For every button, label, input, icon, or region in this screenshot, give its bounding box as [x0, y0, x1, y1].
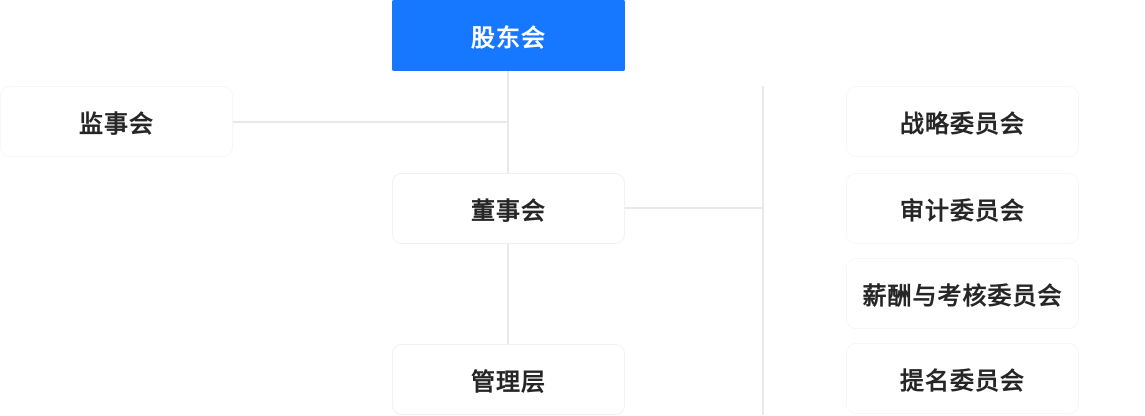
node-supervisory-board: 监事会 — [0, 86, 233, 157]
node-committee-remuneration-label: 薪酬与考核委员会 — [862, 283, 1063, 310]
node-committee-audit: 审计委员会 — [846, 173, 1079, 244]
node-committee-nomination: 提名委员会 — [846, 343, 1079, 414]
node-committee-audit-label: 审计委员会 — [900, 198, 1025, 225]
node-board-of-directors: 董事会 — [392, 173, 625, 244]
node-committee-remuneration: 薪酬与考核委员会 — [846, 258, 1079, 329]
node-management: 管理层 — [392, 344, 625, 415]
node-committee-nomination-label: 提名委员会 — [900, 368, 1025, 395]
connector-board-to-management-vertical — [507, 244, 509, 344]
connector-supervisory-horizontal — [233, 121, 508, 123]
node-supervisory-board-label: 监事会 — [79, 111, 154, 138]
connector-committees-vertical — [762, 86, 764, 415]
connector-board-to-committees-horizontal — [625, 207, 764, 209]
node-shareholders-meeting: 股东会 — [392, 0, 625, 71]
connector-root-to-board-vertical — [507, 71, 509, 173]
node-shareholders-meeting-label: 股东会 — [471, 25, 546, 52]
node-management-label: 管理层 — [471, 369, 546, 396]
node-committee-strategy-label: 战略委员会 — [900, 111, 1025, 138]
node-board-of-directors-label: 董事会 — [471, 198, 546, 225]
node-committee-strategy: 战略委员会 — [846, 86, 1079, 157]
